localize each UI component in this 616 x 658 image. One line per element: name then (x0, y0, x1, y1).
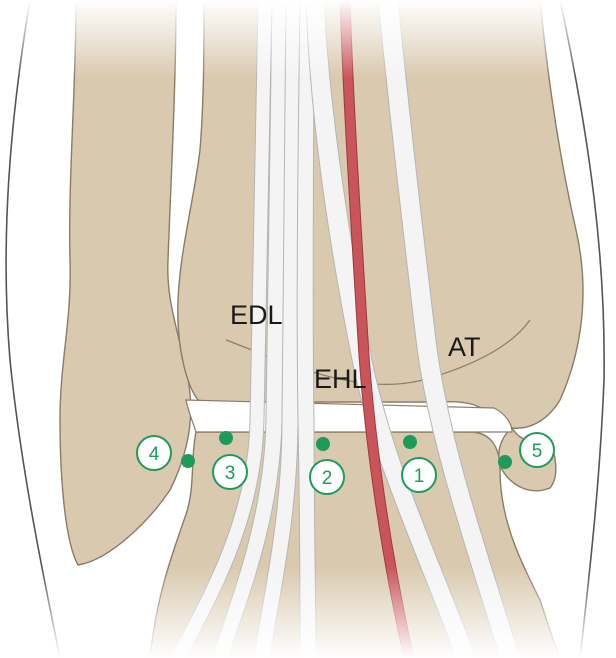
portal-2-dot (316, 437, 330, 451)
portal-1-dot (403, 435, 417, 449)
portal-5-number: 5 (532, 441, 543, 462)
label-at: AT (448, 332, 481, 362)
portal-4-dot (181, 454, 195, 468)
portal-4-number: 4 (149, 444, 160, 465)
label-edl: EDL (230, 300, 283, 330)
portal-3-dot (219, 431, 233, 445)
portal-2-number: 2 (322, 468, 333, 489)
portal-1-number: 1 (414, 466, 425, 487)
portal-3-number: 3 (225, 463, 236, 484)
portal-5-dot (498, 455, 512, 469)
label-ehl: EHL (314, 364, 367, 394)
